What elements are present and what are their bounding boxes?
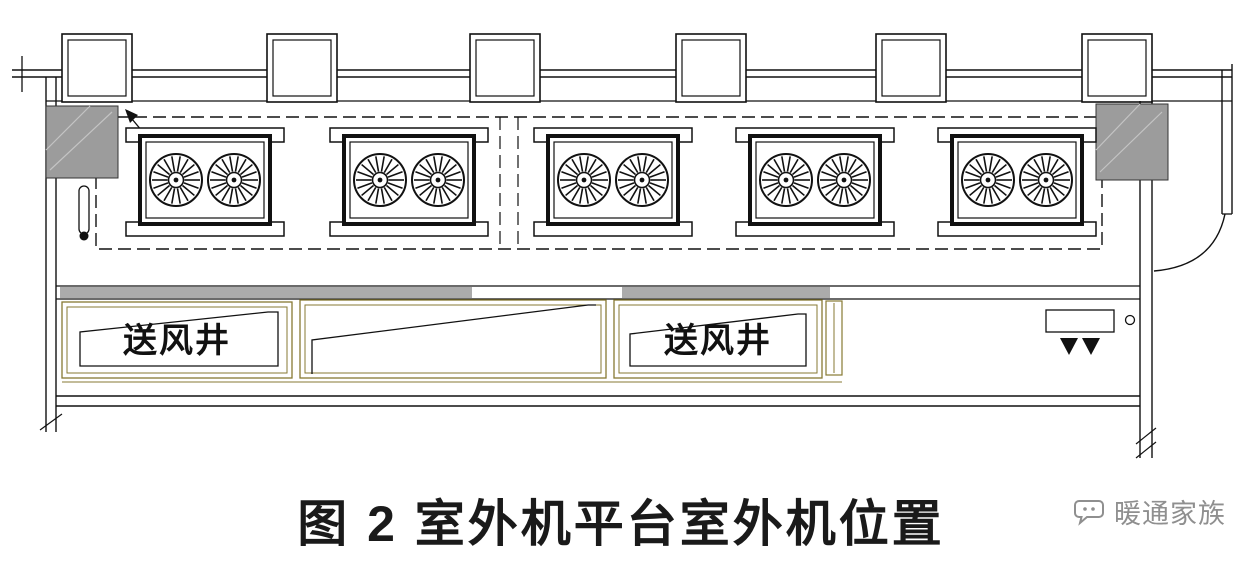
drain-fixture <box>1045 309 1136 355</box>
outdoor-unit-3 <box>534 128 692 236</box>
pipe-riser <box>78 185 90 241</box>
right-side-wall <box>1153 64 1233 272</box>
middle-louver-box <box>299 299 607 379</box>
top-wall <box>12 56 1232 102</box>
bottom-wall <box>56 395 1140 407</box>
louver-profile <box>79 311 279 367</box>
drain-triangle <box>1082 338 1100 355</box>
figure-caption: 图 2 室外机平台室外机位置 <box>297 496 945 552</box>
drain-triangle <box>1060 338 1078 355</box>
lower-wall-band <box>56 285 1140 300</box>
shaded-column-right <box>1095 103 1169 181</box>
pipe-point <box>1124 314 1136 326</box>
ramp-diagonal <box>311 304 596 374</box>
supply-shaft-right-box <box>613 299 823 379</box>
watermark-text: 暖通家族 <box>1114 499 1226 529</box>
outdoor-unit-1 <box>126 128 284 236</box>
watermark: 暖通家族 <box>1074 492 1226 531</box>
outdoor-unit-4 <box>736 128 894 236</box>
watermark-logo-icon <box>1074 499 1104 526</box>
platform-dashed-boundary <box>95 116 1103 250</box>
louver-profile <box>629 313 807 367</box>
shaded-column-left <box>45 105 119 179</box>
outdoor-unit-platform-plan <box>12 33 1233 459</box>
supply-shaft-left-box <box>61 301 293 379</box>
structural-columns <box>61 33 1153 103</box>
outdoor-unit-2 <box>330 128 488 236</box>
narrow-side-panel <box>825 300 843 376</box>
outdoor-units-row <box>126 128 1096 236</box>
door-swing-arc <box>1153 213 1226 272</box>
outdoor-unit-5 <box>938 128 1096 236</box>
